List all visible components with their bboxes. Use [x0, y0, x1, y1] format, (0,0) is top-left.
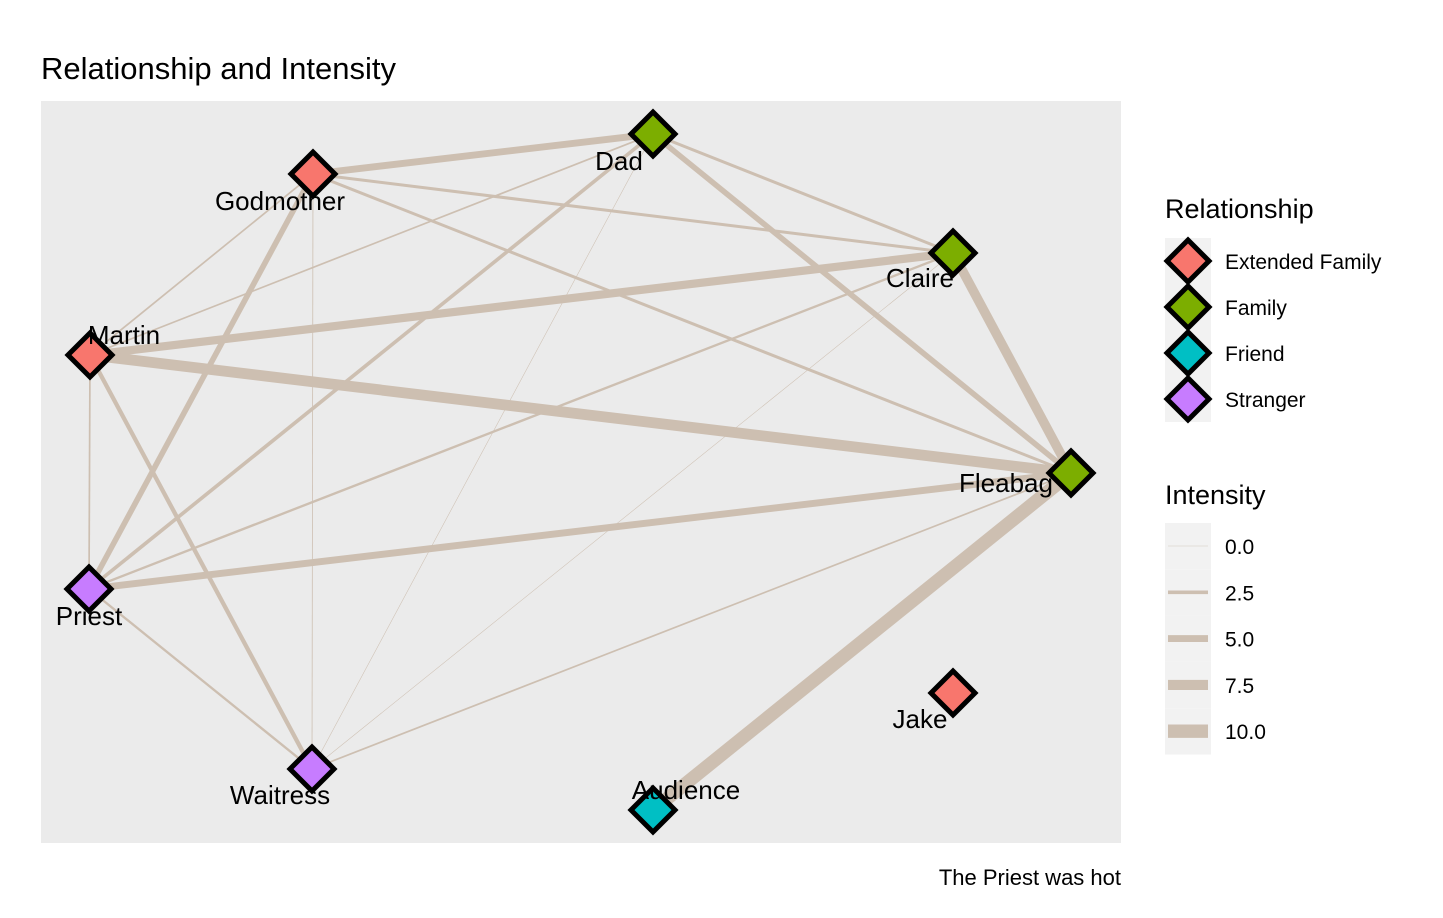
edge-priest-waitress	[88, 588, 313, 770]
edge-fleabag-priest	[88, 469, 1072, 593]
node-audience[interactable]	[627, 784, 679, 836]
intensity-key-label: 5.0	[1225, 629, 1254, 652]
relationship-key-diamond	[1163, 328, 1213, 378]
node-label-godmother: Godmother	[215, 186, 345, 216]
relationship-key-diamond	[1163, 236, 1213, 286]
chart-caption: The Priest was hot	[939, 865, 1121, 890]
edge-dad-priest	[87, 132, 655, 591]
intensity-legend: Intensity 0.0 2.5 5.0 7.5 10.0	[1165, 480, 1266, 755]
edge-fleabag-waitress	[311, 472, 1072, 770]
edge-godmother-waitress	[311, 173, 314, 770]
edge-martin-fleabag	[89, 349, 1072, 479]
node-priest[interactable]	[63, 563, 115, 615]
relationship-legend-title: Relationship	[1165, 194, 1314, 224]
node-waitress[interactable]	[286, 743, 338, 795]
intensity-key-label: 7.5	[1225, 675, 1254, 698]
plot-panel	[41, 101, 1121, 843]
node-claire[interactable]	[927, 227, 979, 279]
node-label-martin: Martin	[88, 320, 160, 350]
node-label-dad: Dad	[595, 146, 643, 176]
node-martin[interactable]	[64, 329, 116, 381]
chart-title: Relationship and Intensity	[41, 51, 397, 86]
label-layer: DadGodmotherClaireMartinFleabagPriestJak…	[56, 146, 1053, 810]
node-jake[interactable]	[927, 667, 979, 719]
node-label-waitress: Waitress	[230, 780, 330, 810]
edge-godmother-claire	[312, 172, 954, 255]
relationship-key-label: Family	[1225, 297, 1287, 320]
node-dad[interactable]	[627, 108, 679, 160]
edge-fleabag-audience	[648, 467, 1076, 816]
node-label-fleabag: Fleabag	[959, 468, 1053, 498]
intensity-key-label: 10.0	[1225, 721, 1266, 744]
edge-dad-claire	[652, 132, 954, 255]
relationship-legend: Relationship Extended FamilyFamilyFriend…	[1163, 194, 1382, 424]
edge-martin-waitress	[88, 353, 314, 771]
node-label-priest: Priest	[56, 601, 123, 631]
edge-claire-waitress	[311, 252, 954, 770]
relationship-key-label: Friend	[1225, 343, 1285, 366]
edge-godmother-fleabag	[312, 172, 1072, 475]
edge-godmother-martin	[89, 173, 314, 356]
intensity-key-label: 0.0	[1225, 536, 1254, 559]
edge-layer	[86, 130, 1076, 816]
node-label-claire: Claire	[886, 263, 954, 293]
edge-dad-martin	[89, 133, 654, 356]
node-fleabag[interactable]	[1045, 447, 1097, 499]
edge-dad-waitress	[311, 133, 654, 770]
edge-claire-priest	[88, 251, 954, 591]
edge-godmother-priest	[86, 172, 316, 591]
node-label-jake: Jake	[893, 704, 948, 734]
relationship-key-diamond	[1163, 282, 1213, 332]
edge-godmother-dad	[312, 130, 654, 178]
node-layer	[63, 108, 1097, 836]
edge-claire-martin	[89, 248, 954, 360]
intensity-key-label: 2.5	[1225, 582, 1254, 605]
edge-claire-fleabag	[948, 250, 1076, 476]
relationship-key-label: Stranger	[1225, 389, 1306, 412]
edge-dad-fleabag	[651, 131, 1073, 476]
relationship-key-label: Extended Family	[1225, 251, 1382, 274]
edge-martin-priest	[88, 354, 91, 590]
node-label-audience: Audience	[632, 775, 740, 805]
node-godmother[interactable]	[287, 148, 339, 200]
relationship-key-diamond	[1163, 374, 1213, 424]
intensity-legend-title: Intensity	[1165, 480, 1266, 510]
